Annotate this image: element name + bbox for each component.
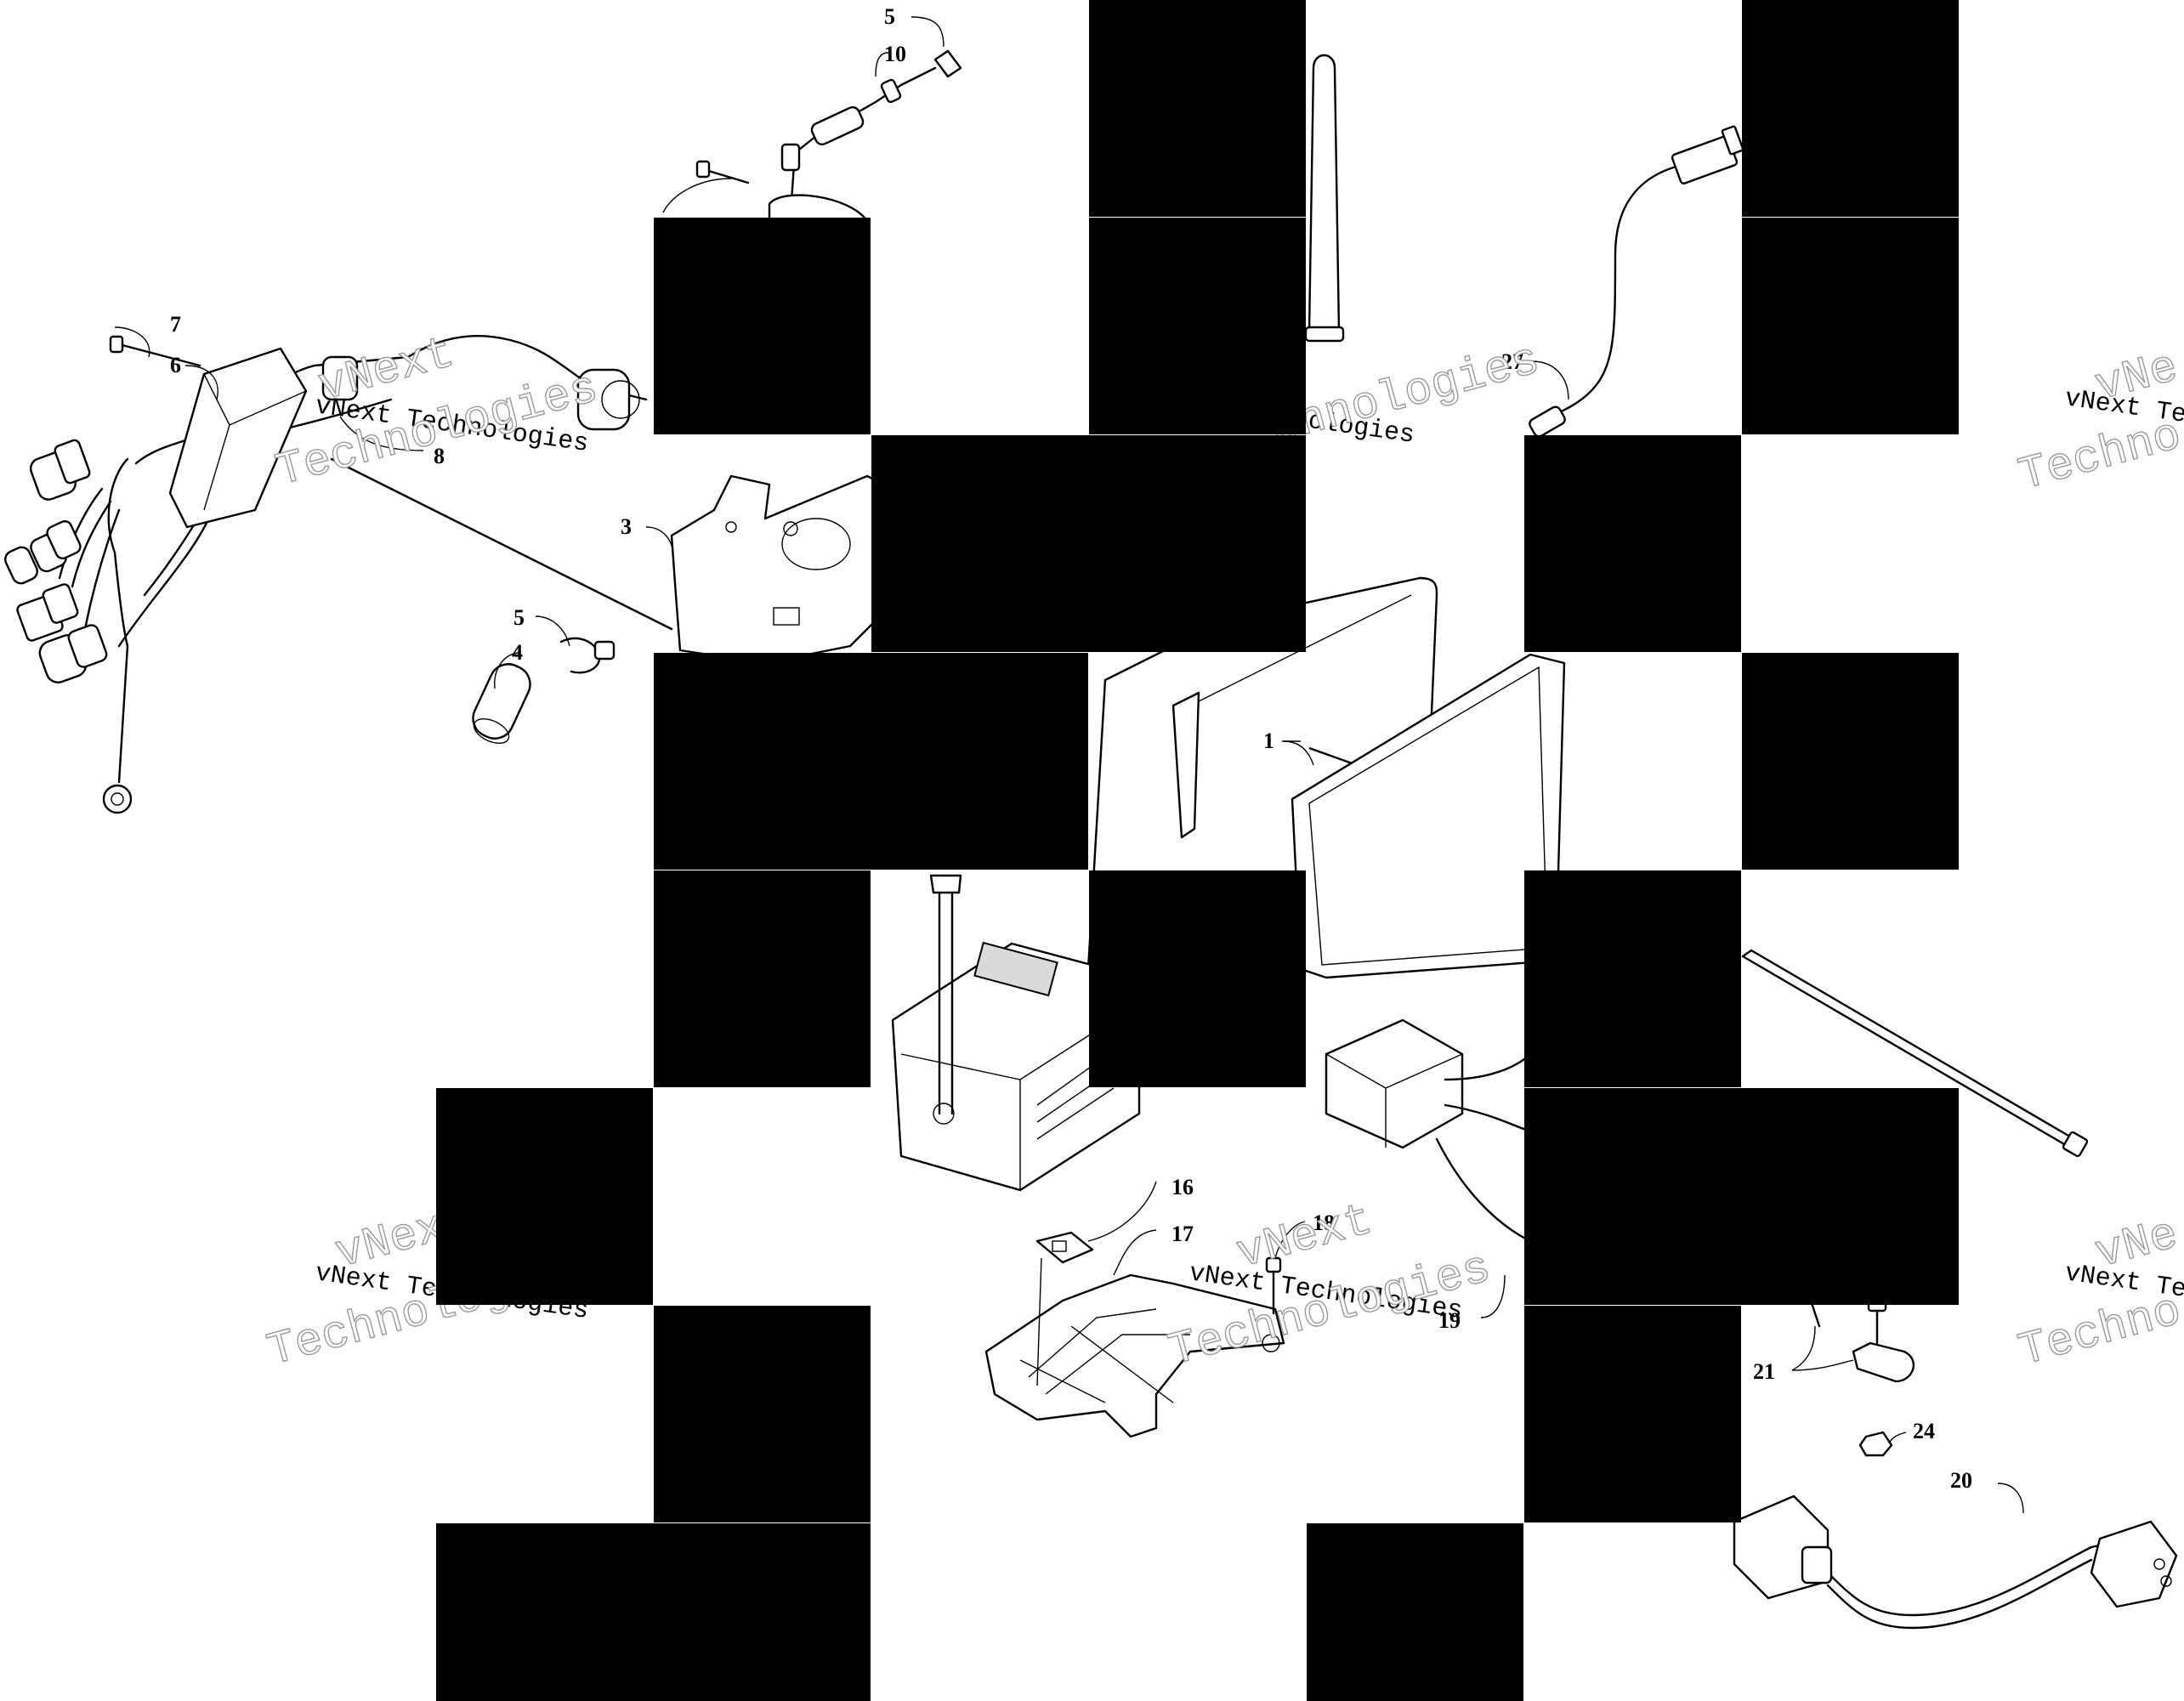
cable-tie-drawing bbox=[1741, 949, 2089, 1158]
mask-block bbox=[1524, 435, 1741, 652]
callout-27: 27 bbox=[1501, 349, 1523, 374]
callout-8: 8 bbox=[434, 444, 445, 468]
mask-block bbox=[1089, 0, 1306, 217]
mask-block bbox=[1742, 218, 1959, 434]
callout-5-mid: 5 bbox=[513, 605, 525, 630]
mask-block bbox=[654, 1306, 871, 1522]
mask-block bbox=[1742, 653, 1959, 870]
mask-block bbox=[1524, 1306, 1741, 1522]
watermark-partial-a-6: vNe bbox=[2090, 1209, 2184, 1280]
callout-6: 6 bbox=[170, 353, 181, 377]
cylinder-clamp-drawing bbox=[472, 637, 615, 745]
callout-16: 16 bbox=[1171, 1175, 1194, 1199]
mask-block bbox=[654, 218, 871, 434]
callout-21: 21 bbox=[1753, 1359, 1775, 1384]
mask-block bbox=[654, 653, 1088, 870]
callout-4: 4 bbox=[512, 640, 523, 665]
mounting-bracket-drawing bbox=[330, 457, 903, 665]
callout-24: 24 bbox=[1913, 1419, 1935, 1443]
callout-1: 1 bbox=[1263, 729, 1274, 753]
callout-5-top: 5 bbox=[884, 4, 895, 29]
mask-block bbox=[436, 1088, 653, 1305]
watermark-partial-b: Techno bbox=[2014, 410, 2184, 502]
callout-7: 7 bbox=[170, 312, 181, 337]
mask-block bbox=[436, 1523, 871, 1701]
bracket-17-drawing bbox=[984, 1231, 1285, 1438]
redaction-mask bbox=[436, 0, 1959, 1701]
callout-17: 17 bbox=[1171, 1222, 1194, 1246]
plug-connector-drawing bbox=[1325, 1018, 1532, 1243]
wiring-harness-drawing bbox=[4, 334, 648, 814]
callout-labels: 5 10 7 6 8 3 5 4 1 16 17 18 19 21 24 20 … bbox=[170, 4, 1972, 1493]
callout-10: 10 bbox=[884, 42, 906, 66]
leader-lines bbox=[114, 16, 2024, 1514]
mask-block bbox=[1089, 870, 1306, 1087]
mask-block bbox=[1524, 1088, 1959, 1305]
callout-18: 18 bbox=[1313, 1211, 1335, 1235]
antenna-drawing bbox=[1304, 54, 1345, 343]
callout-19: 19 bbox=[1438, 1308, 1461, 1333]
watermark-partial-b-6: Techno bbox=[2014, 1285, 2184, 1378]
mask-block bbox=[1089, 218, 1306, 434]
usb-cable-drawing bbox=[1529, 125, 1744, 438]
mask-block bbox=[871, 435, 1306, 652]
mask-block bbox=[1307, 1523, 1523, 1701]
callout-3: 3 bbox=[621, 514, 632, 539]
harness-20-drawing bbox=[1733, 1494, 2178, 1630]
clamp-nut-drawing bbox=[1809, 1297, 1915, 1457]
mask-block bbox=[654, 870, 871, 1087]
cable-10-drawing bbox=[695, 49, 962, 223]
mask-block bbox=[1742, 0, 1959, 217]
callout-20: 20 bbox=[1950, 1468, 1972, 1493]
mask-block bbox=[1524, 870, 1741, 1087]
